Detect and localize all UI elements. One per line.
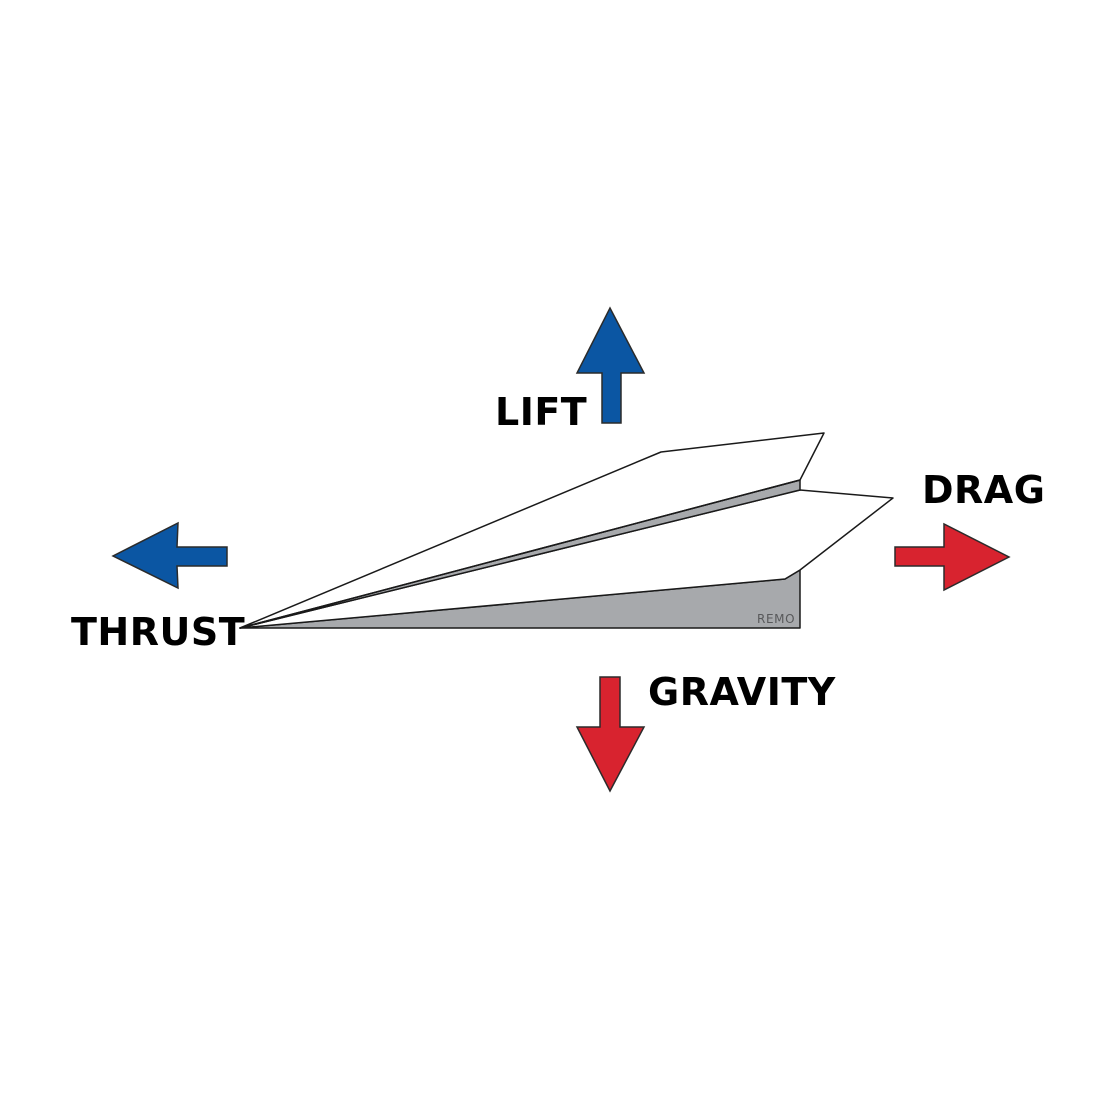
drag-arrow-icon xyxy=(894,522,1011,592)
paper-airplane-icon: REMO xyxy=(239,432,894,629)
gravity-label: GRAVITY xyxy=(648,670,836,714)
plane-crease-line xyxy=(239,479,801,629)
plane-mark-text: REMO xyxy=(757,612,795,626)
gravity-arrow-icon xyxy=(575,676,646,793)
lift-label: LIFT xyxy=(495,390,587,434)
thrust-arrow-icon xyxy=(111,521,228,590)
thrust-label: THRUST xyxy=(71,610,245,654)
drag-label: DRAG xyxy=(922,468,1045,512)
lift-arrow-icon xyxy=(575,306,646,424)
